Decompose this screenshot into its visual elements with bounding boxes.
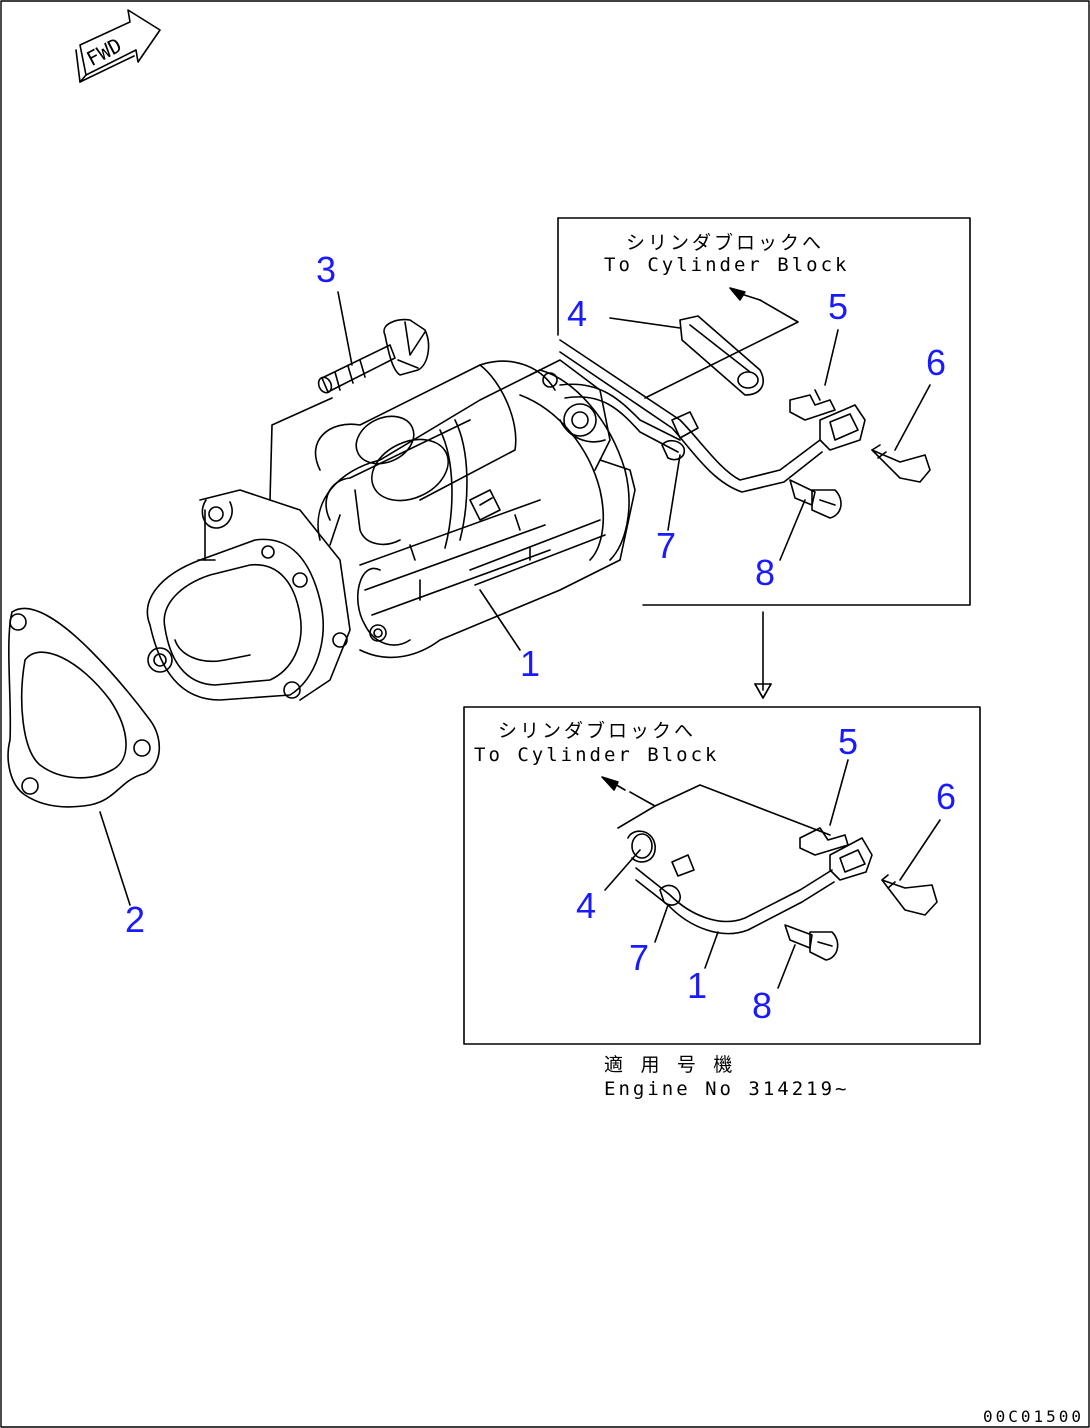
gasket-2-illustration bbox=[7, 607, 161, 808]
lower-inset-harness bbox=[601, 759, 941, 989]
callout-main-3[interactable]: 3 bbox=[315, 249, 337, 290]
upper-inset-frame bbox=[557, 217, 971, 606]
fwd-arrow-icon bbox=[75, 9, 161, 83]
transition-arrow bbox=[754, 611, 772, 699]
callout-lower-5[interactable]: 5 bbox=[837, 721, 859, 762]
upper-inset-harness bbox=[559, 287, 931, 561]
lower-inset-label-en: To Cylinder Block bbox=[474, 744, 720, 766]
leader-line-2 bbox=[99, 811, 131, 906]
callout-main-2[interactable]: 2 bbox=[124, 899, 146, 940]
upper-inset-label-jp: シリンダブロックへ bbox=[626, 232, 825, 254]
callout-lower-4[interactable]: 4 bbox=[575, 885, 597, 926]
leader-line-3b bbox=[269, 397, 333, 501]
callout-upper-5[interactable]: 5 bbox=[827, 286, 849, 327]
upper-inset-label-en: To Cylinder Block bbox=[604, 254, 850, 276]
callout-lower-7[interactable]: 7 bbox=[628, 937, 650, 978]
callout-lower-8[interactable]: 8 bbox=[751, 985, 773, 1026]
bolt-3-illustration bbox=[317, 318, 430, 394]
callout-lower-6[interactable]: 6 bbox=[935, 776, 957, 817]
applicable-label-en: Engine No 314219~ bbox=[604, 1078, 850, 1100]
applicable-label-jp: 適 用 号 機 bbox=[604, 1054, 736, 1076]
starter-motor-illustration bbox=[146, 359, 681, 701]
callout-main-1[interactable]: 1 bbox=[519, 643, 541, 684]
drawing-number: 00C01500 bbox=[982, 1407, 1084, 1426]
leader-line-1 bbox=[479, 589, 521, 651]
leader-line-3 bbox=[337, 291, 353, 366]
callout-upper-8[interactable]: 8 bbox=[754, 552, 776, 593]
callout-upper-4[interactable]: 4 bbox=[566, 293, 588, 334]
callout-upper-6[interactable]: 6 bbox=[925, 342, 947, 383]
callout-lower-1[interactable]: 1 bbox=[686, 965, 708, 1006]
lower-inset-frame bbox=[463, 706, 981, 1045]
lower-inset-label-jp: シリンダブロックへ bbox=[498, 720, 697, 742]
callout-upper-7[interactable]: 7 bbox=[655, 525, 677, 566]
